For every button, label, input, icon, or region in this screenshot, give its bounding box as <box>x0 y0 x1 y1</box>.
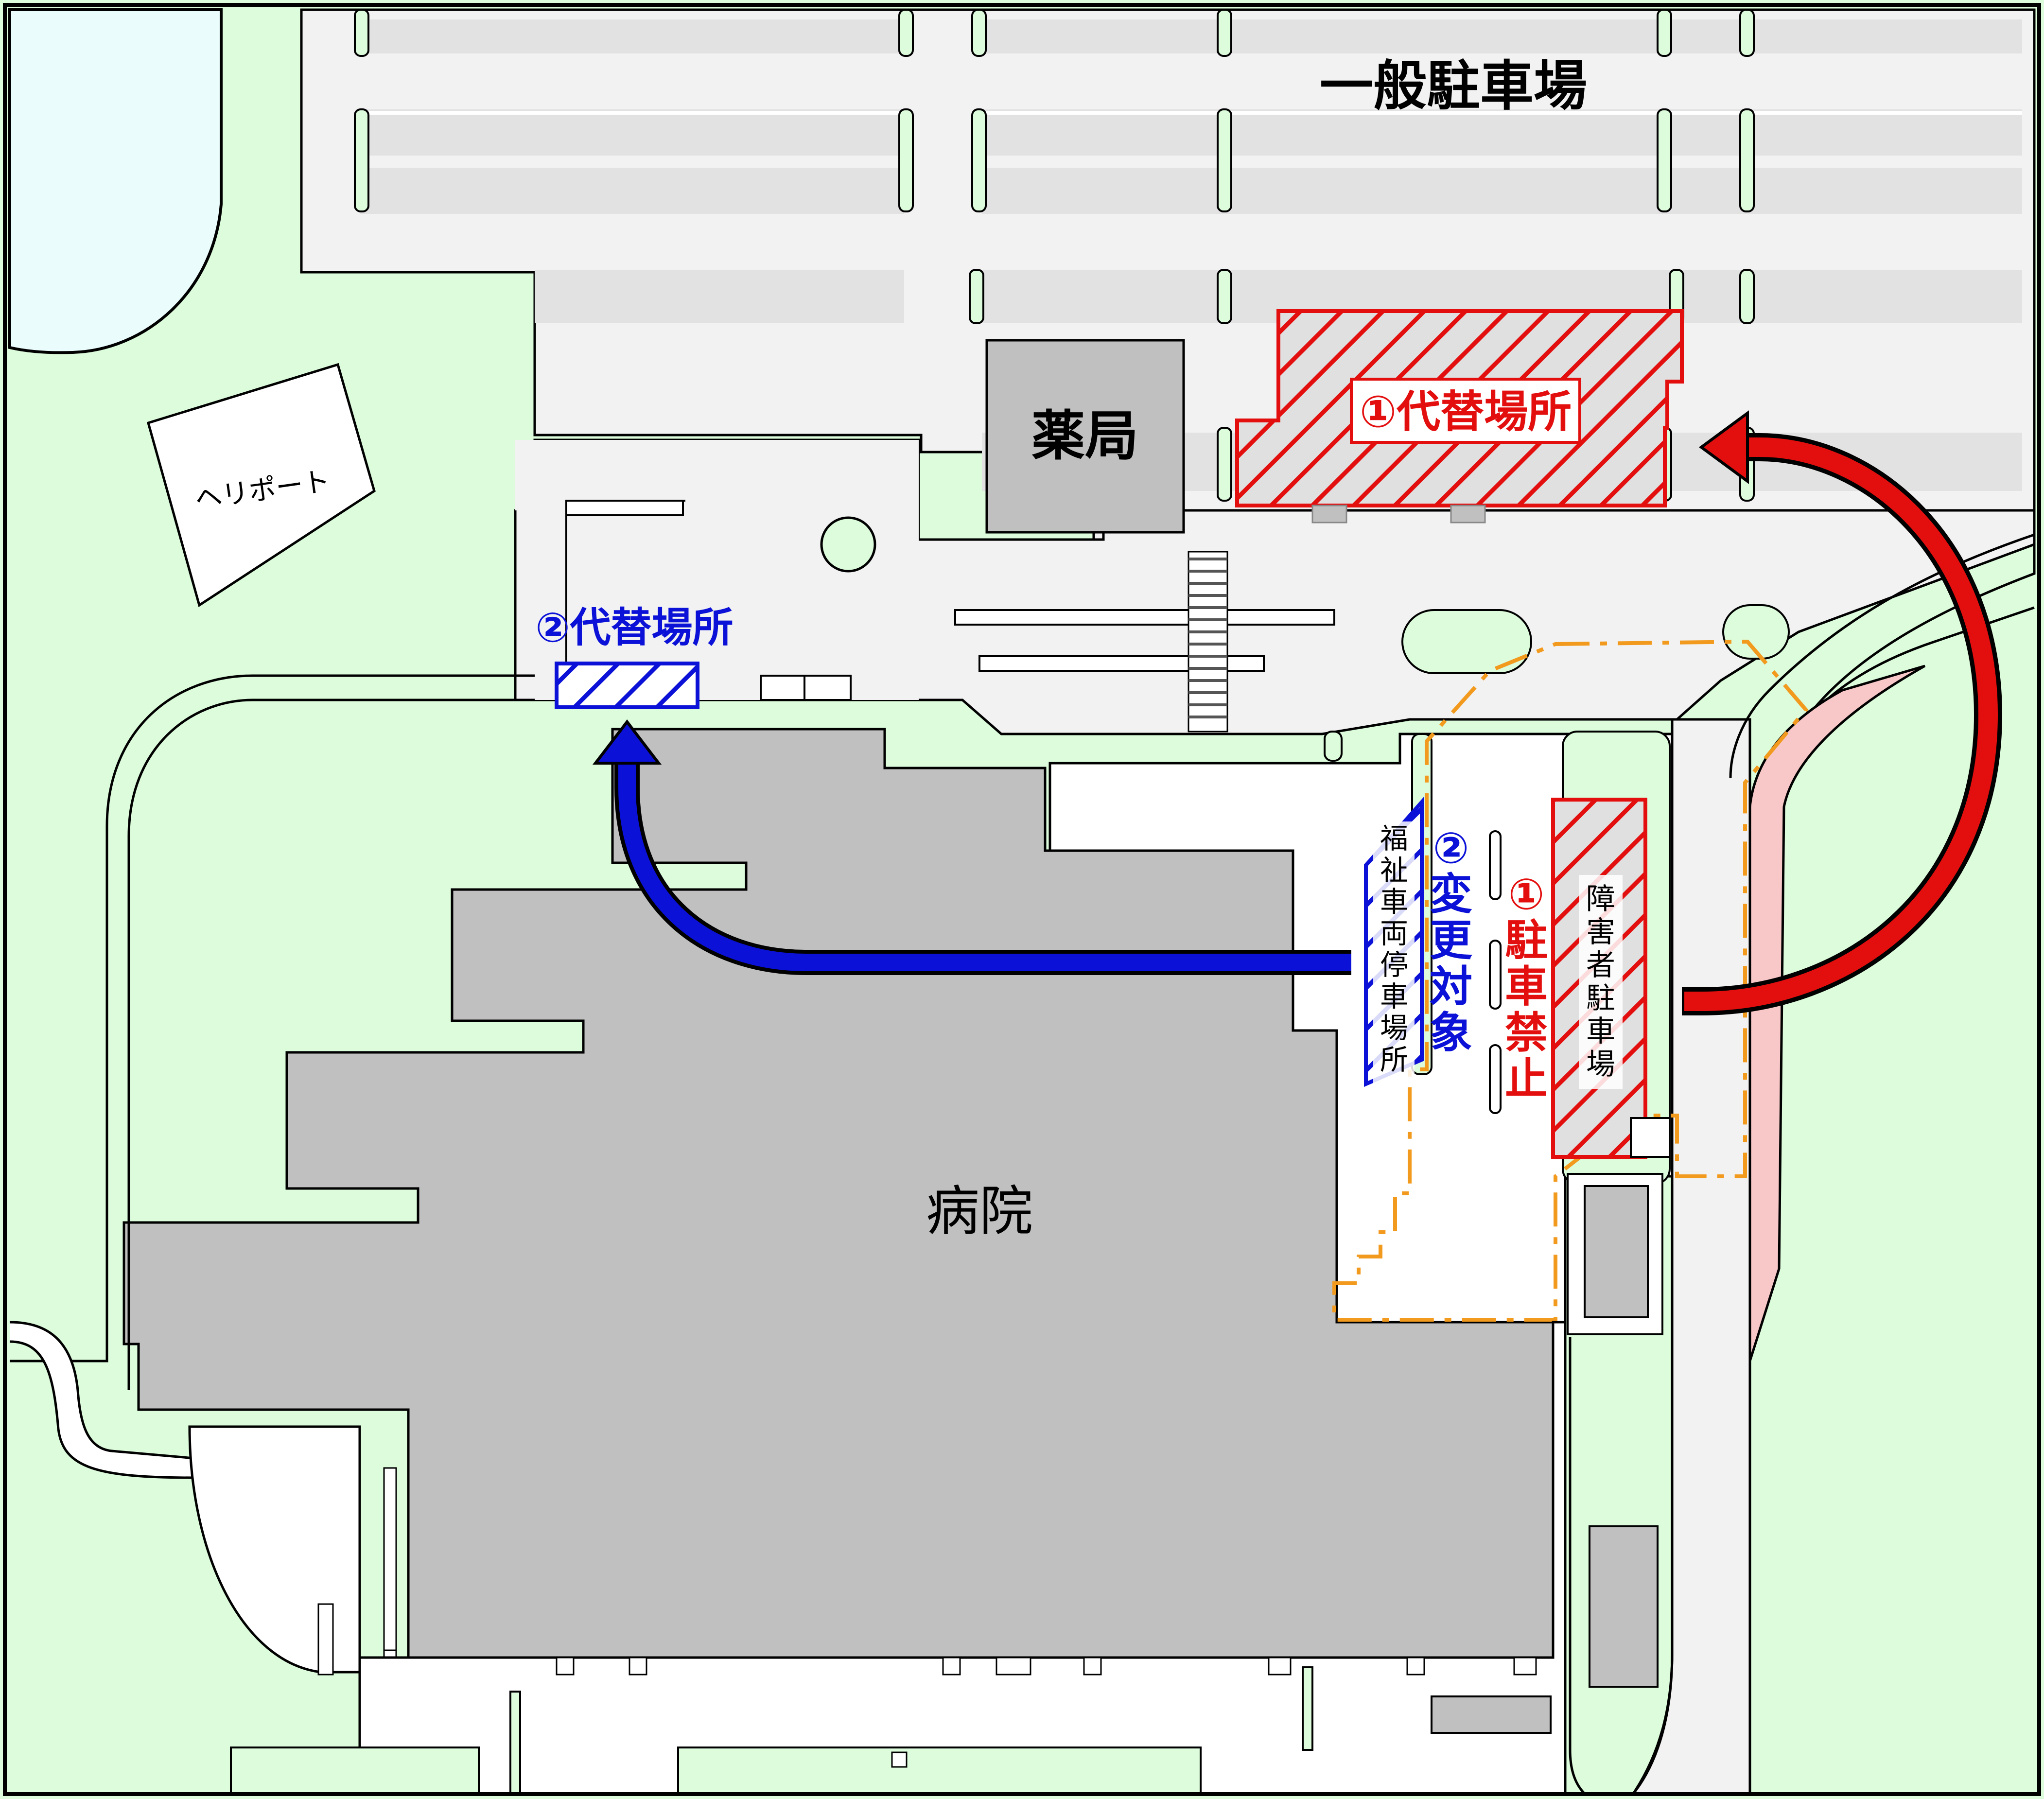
change-target-char: ② <box>1433 823 1469 873</box>
no-parking-char: 禁 <box>1505 1008 1548 1058</box>
parking-islands <box>354 9 1755 502</box>
drive-lane-markers-3 <box>1489 1044 1502 1114</box>
welfare-label-bg <box>1373 821 1415 1084</box>
road-island-1 <box>1401 609 1532 674</box>
change-target-char: 変 <box>1430 869 1472 919</box>
southwest-walkway <box>9 1321 196 1479</box>
disabled-parking-label-bg <box>1579 875 1623 1089</box>
east-structure-inner <box>1584 1185 1649 1318</box>
booth-1 <box>760 675 805 701</box>
alt-site-1-small-2 <box>1450 505 1486 524</box>
map-frame <box>3 3 2041 1796</box>
no-parking-char: ① <box>1508 869 1545 919</box>
welfare-stop-char: 車 <box>1380 980 1408 1013</box>
south-posts <box>556 1657 1537 1768</box>
disabled-parking-char: 者 <box>1586 948 1615 982</box>
parking-stall-rows <box>360 19 2022 491</box>
side-strip-1 <box>383 1467 397 1654</box>
east-walkway <box>1569 1337 1674 1795</box>
east-structure-2 <box>1589 1525 1659 1688</box>
welfare-stop-char: 祉 <box>1380 854 1408 887</box>
orange-boundary <box>1332 639 1809 1322</box>
road-island-3 <box>1324 731 1343 762</box>
southwest-plaza <box>188 1425 361 1674</box>
crosswalk-stripes <box>1188 558 1227 718</box>
disabled-parking-label: 障 害 者 駐 車 場 <box>1586 882 1615 1082</box>
road-island-2 <box>1722 604 1790 660</box>
pharmacy-building <box>985 339 1185 534</box>
disabled-parking-char: 害 <box>1586 915 1615 949</box>
drive-lane-markers-2 <box>1489 940 1502 1010</box>
blue-relocation-arrow-fill <box>618 761 1351 971</box>
red-relocation-arrow-fill <box>1684 437 1998 1011</box>
small-box-near-disabled <box>1630 1117 1671 1158</box>
disabled-parking-char: 障 <box>1586 882 1615 916</box>
change-target-char: 対 <box>1430 961 1472 1012</box>
south-green-strips <box>230 1666 1313 1795</box>
disabled-parking-char: 車 <box>1586 1014 1615 1048</box>
helipad-lane <box>565 500 684 516</box>
welfare-stop-char: 所 <box>1380 1043 1408 1076</box>
pharmacy-label: 薬局 <box>1031 405 1138 467</box>
booth-2 <box>804 675 852 701</box>
welfare-stop-label: 福 祉 車 両 停 車 場 所 <box>1380 822 1408 1076</box>
alt-site-2-label: ②代替場所 <box>535 604 733 651</box>
change-target-char: 更 <box>1430 915 1473 965</box>
hospital-label: 病院 <box>926 1180 1033 1242</box>
drive-lane-markers <box>1489 830 1502 900</box>
change-target-label: ② 変 更 対 象 <box>1430 823 1473 1058</box>
welfare-stop-char: 場 <box>1380 1012 1408 1045</box>
welfare-stop-char: 停 <box>1380 948 1408 981</box>
alt-site-1-label: ①代替場所 <box>1360 386 1572 437</box>
plaza-stairs <box>317 1603 334 1676</box>
pond <box>8 8 223 354</box>
blue-arrow-head <box>592 719 662 765</box>
welfare-stop-char: 福 <box>1380 822 1408 855</box>
pink-lane <box>1748 664 1926 1362</box>
welfare-stop-char: 両 <box>1380 917 1408 950</box>
no-parking-label: ① 駐 車 禁 止 <box>1505 869 1548 1104</box>
welfare-stop-char: 車 <box>1380 885 1408 918</box>
no-parking-char: 駐 <box>1505 915 1548 965</box>
general-parking-label: 一般駐車場 <box>1320 55 1587 117</box>
disabled-parking-char: 駐 <box>1586 981 1615 1015</box>
disabled-parking-char: 場 <box>1586 1048 1615 1082</box>
alt-site-1-small-1 <box>1311 505 1347 524</box>
change-target-char: 象 <box>1430 1008 1472 1058</box>
no-parking-char: 車 <box>1505 961 1548 1012</box>
alt-site-2-zone <box>555 662 699 709</box>
red-arrow-head <box>1698 410 1749 484</box>
south-box <box>1431 1695 1552 1734</box>
alt-site-1-label-bg <box>1350 378 1581 444</box>
crosswalk <box>1188 551 1228 733</box>
west-walkway-inner <box>127 699 535 1390</box>
roundabout-island <box>820 516 876 573</box>
no-parking-char: 止 <box>1505 1054 1548 1104</box>
heliport-pad <box>146 363 376 607</box>
